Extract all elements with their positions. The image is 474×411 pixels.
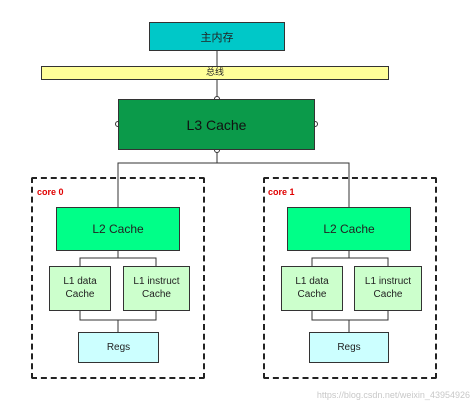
bus-box[interactable]: 总线 [41,66,389,80]
core-1-l2-cache-box[interactable]: L2 Cache [287,207,411,251]
core-1-group[interactable] [263,177,437,379]
core-0-regs-box[interactable]: Regs [78,332,159,363]
core-0-l1-data-cache-box[interactable]: L1 data Cache [49,266,111,311]
core-0-l2-cache-box[interactable]: L2 Cache [56,207,180,251]
l3-cache-label: L3 Cache [186,116,247,133]
core-1-regs-box[interactable]: Regs [309,332,389,363]
l3-to-core0-line [117,162,217,207]
core-1-l1-data-cache-label: L1 data Cache [295,276,329,300]
core-0-l1-instruct-cache-box[interactable]: L1 instruct Cache [123,266,190,311]
core-1-l1-instruct-cache-box[interactable]: L1 instruct Cache [354,266,422,311]
core1-l1-to-regs-line [311,311,389,321]
main-memory-box[interactable]: 主内存 [149,22,285,51]
l3-cache-box[interactable]: L3 Cache [118,99,315,150]
core-1-l1-data-cache-box[interactable]: L1 data Cache [281,266,343,311]
watermark-text: https://blog.csdn.net/weixin_43954926 [316,390,470,400]
core-0-label: core 0 [37,187,64,197]
core-0-l2-cache-label: L2 Cache [92,222,144,236]
core-1-regs-label: Regs [337,342,361,353]
l3-to-core1-line [217,162,350,207]
main-memory-label: 主内存 [200,30,234,44]
core-1-l2-cache-label: L2 Cache [323,222,375,236]
core-0-l1-data-cache-label: L1 data Cache [63,276,97,300]
core0-l2-to-l1-line [79,251,119,266]
core-1-l1-instruct-cache-label: L1 instruct Cache [364,276,412,300]
bus-label: 总线 [205,67,224,78]
core-1-label: core 1 [268,187,295,197]
core1-l2-to-l1-line [311,251,350,266]
core1-l2-to-l1i-line [349,257,389,266]
core-0-regs-label: Regs [106,342,131,353]
core0-l2-to-l1i-line [118,257,157,266]
core-0-group[interactable] [31,177,205,379]
core-0-l1-instruct-cache-label: L1 instruct Cache [133,276,180,300]
